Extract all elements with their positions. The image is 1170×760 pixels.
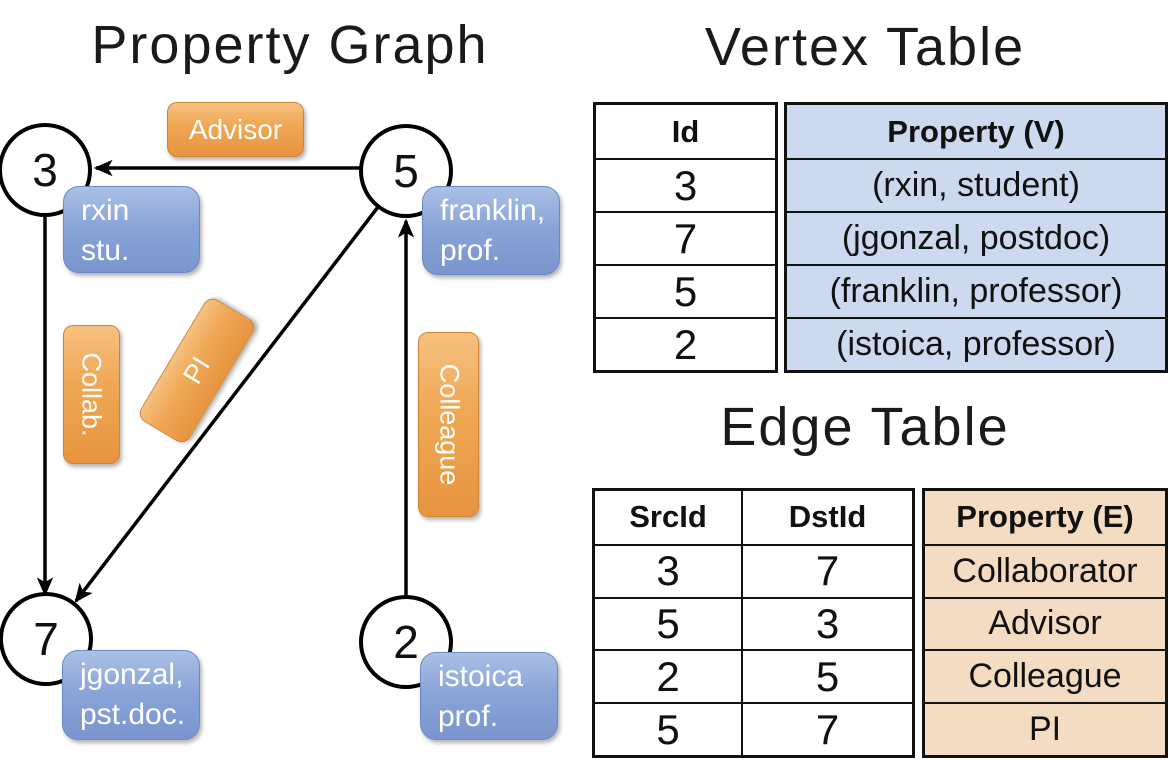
vertex-prop-box-5-line2: prof. [440,234,501,267]
vertex-prop-box-7-line1: jgonzal, [80,658,184,691]
vertex-node-5-id: 5 [393,145,419,197]
table-cell: 7 [596,211,775,264]
edge-table-srcid-header: SrcId [629,499,707,535]
edge-label-collab-text: Collab. [77,352,108,437]
vertex-table-property-header: Property (V) [887,113,1065,149]
table-cell: 3 [596,158,775,211]
edge-table-dstid-header: DstId [741,491,912,544]
table-cell: 5 [741,649,912,703]
table-cell: 7 [741,543,912,597]
table-cell: (jgonzal, postdoc) [787,211,1165,264]
table-cell: 5 [596,264,775,317]
table-cell: (franklin, professor) [787,264,1165,317]
vertex-node-3-id: 3 [32,144,58,196]
vertex-prop-box-3: rxin stu. [63,186,200,273]
table-cell: PI [925,702,1165,755]
table-cell: 2 [595,649,741,702]
edge-label-colleague: Colleague [418,332,479,517]
vertex-prop-box-3-line1: rxin [81,194,130,227]
table-cell: Colleague [925,649,1165,702]
edge-label-pi: PI [136,294,258,447]
vertex-node-2-id: 2 [393,616,419,668]
edge-label-colleague-text: Colleague [434,363,464,486]
table-cell: 5 [595,702,741,755]
table-cell: 3 [741,596,912,650]
edge-label-advisor: Advisor [167,102,304,157]
vertex-table-title: Vertex Table [704,17,1026,77]
table-cell: (rxin, student) [787,158,1165,211]
vertex-node-5: 5 [359,124,453,218]
edge-label-collab: Collab. [63,325,120,464]
table-cell: Advisor [925,596,1165,650]
vertex-node-3: 3 [0,123,92,217]
edge-table-id-columns: SrcId DstId 3 7 5 3 2 5 5 7 [592,488,915,758]
table-cell: 2 [596,317,775,370]
vertex-prop-box-7: jgonzal, pst.doc. [62,650,200,740]
vertex-prop-box-5-line1: franklin, [440,194,546,227]
vertex-prop-box-2: istoica prof. [420,652,558,740]
vertex-prop-box-3-line2: stu. [81,234,130,267]
vertex-table-id-column: Id 3 7 5 2 [593,102,778,373]
edge-label-pi-text: PI [177,351,216,389]
table-cell: Collaborator [925,543,1165,597]
edge-label-advisor-text: Advisor [188,113,283,145]
edge-table-property-column: Property (E) Collaborator Advisor Collea… [922,488,1168,758]
vertex-node-7-id: 7 [33,613,59,665]
table-cell: 5 [595,596,741,650]
table-cell: 7 [741,702,912,755]
vertex-prop-box-7-line2: pst.doc. [80,698,186,731]
property-graph-title: Property Graph [91,15,489,75]
vertex-prop-box-2-line2: prof. [438,700,499,733]
vertex-table-id-header: Id [671,113,700,149]
vertex-prop-box-2-line1: istoica [438,660,524,693]
table-cell: (istoica, professor) [787,317,1165,370]
vertex-prop-box-5: franklin, prof. [422,186,560,275]
vertex-table-property-column: Property (V) (rxin, student) (jgonzal, p… [784,102,1168,373]
table-cell: 3 [595,543,741,597]
edge-table-title: Edge Table [720,397,1010,457]
edge-table-property-header: Property (E) [956,499,1134,535]
